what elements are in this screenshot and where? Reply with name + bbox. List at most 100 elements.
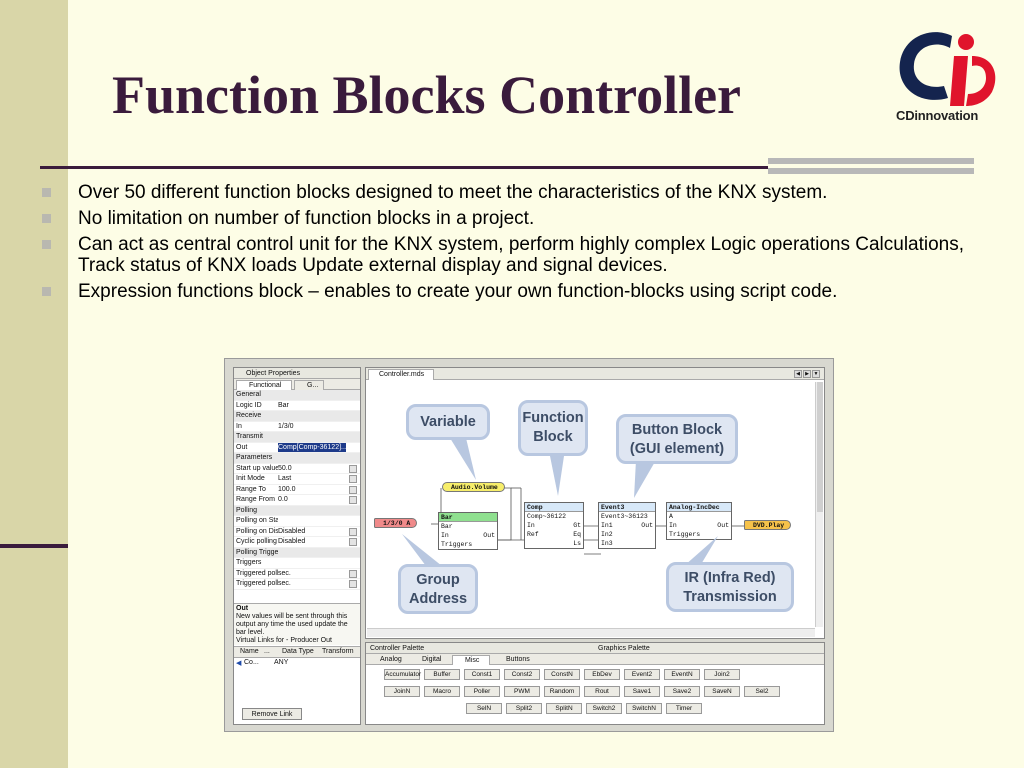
bullet-item: Can act as central control unit for the … (40, 234, 1000, 276)
palette-block-button[interactable]: Timer (666, 703, 702, 714)
palette-block-button[interactable]: SaveN (704, 686, 740, 697)
prop-value[interactable]: 100.0 (278, 485, 296, 493)
prop-value[interactable]: sec. (278, 580, 291, 587)
palette-block-button[interactable]: JoinN (384, 686, 420, 697)
tab-misc[interactable]: Misc (452, 655, 490, 665)
tab-controller-mds[interactable]: Controller.mds (368, 369, 434, 380)
tab-buttons[interactable]: Buttons (506, 656, 530, 663)
nav-left-icon[interactable]: ◀ (794, 370, 802, 378)
vertical-scrollbar[interactable] (815, 382, 823, 627)
palette-block-button[interactable]: Switch2 (586, 703, 622, 714)
props-section[interactable]: Transmit (234, 432, 360, 443)
prop-value[interactable]: 0.0 (278, 496, 288, 503)
props-section[interactable]: Polling Triggers (234, 547, 360, 558)
palette-block-button[interactable]: Buffer (424, 669, 460, 680)
dropdown-icon[interactable] (349, 485, 357, 494)
col-data-type[interactable]: Data Type (282, 648, 314, 655)
property-description: Out New values will be sent through this… (234, 603, 360, 645)
table-row[interactable]: ◀ Co... ANY (234, 658, 360, 668)
bullet-item: Expression functions block – enables to … (40, 281, 1000, 302)
palette-block-button[interactable]: Save1 (624, 686, 660, 697)
tab-functional[interactable]: Functional (236, 380, 292, 390)
horizontal-scrollbar[interactable] (367, 628, 815, 637)
palette-block-button[interactable]: SplitN (546, 703, 582, 714)
palette-block-button[interactable]: Event2 (624, 669, 660, 680)
prop-value[interactable]: Disabled (278, 527, 306, 535)
dropdown-icon[interactable] (349, 527, 357, 536)
dropdown-icon[interactable]: ▼ (812, 370, 820, 378)
props-section[interactable]: Polling (234, 505, 360, 516)
prop-value[interactable]: 50.0 (278, 464, 292, 472)
group-address-pill[interactable]: 1/3/0 A (374, 518, 418, 528)
prop-value[interactable]: sec. (278, 569, 291, 577)
palette-block-button[interactable]: Rout (584, 686, 620, 697)
tab-digital[interactable]: Digital (422, 656, 442, 663)
graphics-palette-tab[interactable]: Graphics Palette (598, 645, 650, 652)
tab-general[interactable]: G... (294, 380, 324, 390)
palette-block-button[interactable]: Random (544, 686, 580, 697)
palette-block-button[interactable]: PWM (504, 686, 540, 697)
variable-pill[interactable]: Audio.Volume (442, 482, 505, 492)
props-row[interactable]: Triggered poll 1sec. (234, 569, 360, 579)
col-name[interactable]: Name (240, 648, 259, 655)
props-row[interactable]: Triggered poll 5sec. (234, 579, 360, 590)
palette-block-button[interactable]: EventN (664, 669, 700, 680)
port-in: In (441, 532, 449, 539)
prop-value[interactable]: Last (278, 475, 292, 482)
prop-value[interactable]: Disabled (278, 538, 306, 545)
prop-value[interactable]: Comp[Comp-36122].... (278, 442, 346, 453)
col-extra[interactable]: ... (264, 648, 270, 655)
prop-value[interactable]: 1/3/0 (278, 422, 294, 430)
block-title: Analog-IncDec (667, 503, 731, 512)
dropdown-icon[interactable] (349, 569, 357, 578)
palette-block-button[interactable]: Poller (464, 686, 500, 697)
app-screenshot: Object Properties Functional G... Genera… (224, 358, 834, 732)
table-header: Name ... Data Type Transform (234, 647, 360, 658)
props-row[interactable]: Polling on Start (234, 516, 360, 527)
nav-right-icon[interactable]: ▶ (803, 370, 811, 378)
dropdown-icon[interactable] (349, 496, 357, 504)
palette-block-button[interactable]: ConstN (544, 669, 580, 680)
palette-block-button[interactable]: Join2 (704, 669, 740, 680)
scroll-thumb[interactable] (817, 382, 823, 512)
palette-block-button[interactable]: SwitchN (626, 703, 662, 714)
palette-block-button[interactable]: Sel2 (744, 686, 780, 697)
dropdown-icon[interactable] (349, 580, 357, 588)
port-out: Out (717, 522, 729, 529)
dvd-play-pill[interactable]: DVD.Play (744, 520, 792, 530)
company-logo-icon (899, 32, 996, 106)
props-section[interactable]: General (234, 390, 360, 401)
palette-block-button[interactable]: Macro (424, 686, 460, 697)
dropdown-icon[interactable] (349, 538, 357, 546)
props-row[interactable]: Triggers (234, 558, 360, 569)
remove-link-button[interactable]: Remove Link (242, 708, 302, 720)
tab-analog[interactable]: Analog (380, 656, 402, 663)
prop-value[interactable]: Bar (278, 401, 289, 409)
palette-block-button[interactable]: Split2 (506, 703, 542, 714)
palette-block-button[interactable]: Accumulator (384, 669, 422, 680)
dropdown-icon[interactable] (349, 475, 357, 483)
props-section[interactable]: Receive (234, 411, 360, 422)
palette-block-button[interactable]: SelN (466, 703, 502, 714)
props-section[interactable]: Parameters (234, 453, 360, 464)
palette-block-button[interactable]: EbDev (584, 669, 620, 680)
dropdown-icon[interactable] (349, 464, 357, 473)
palette-block-button[interactable]: Const1 (464, 669, 500, 680)
col-transform[interactable]: Transform (322, 648, 354, 655)
palette-block-button[interactable]: Save2 (664, 686, 700, 697)
palette-block-button[interactable]: Const2 (504, 669, 540, 680)
